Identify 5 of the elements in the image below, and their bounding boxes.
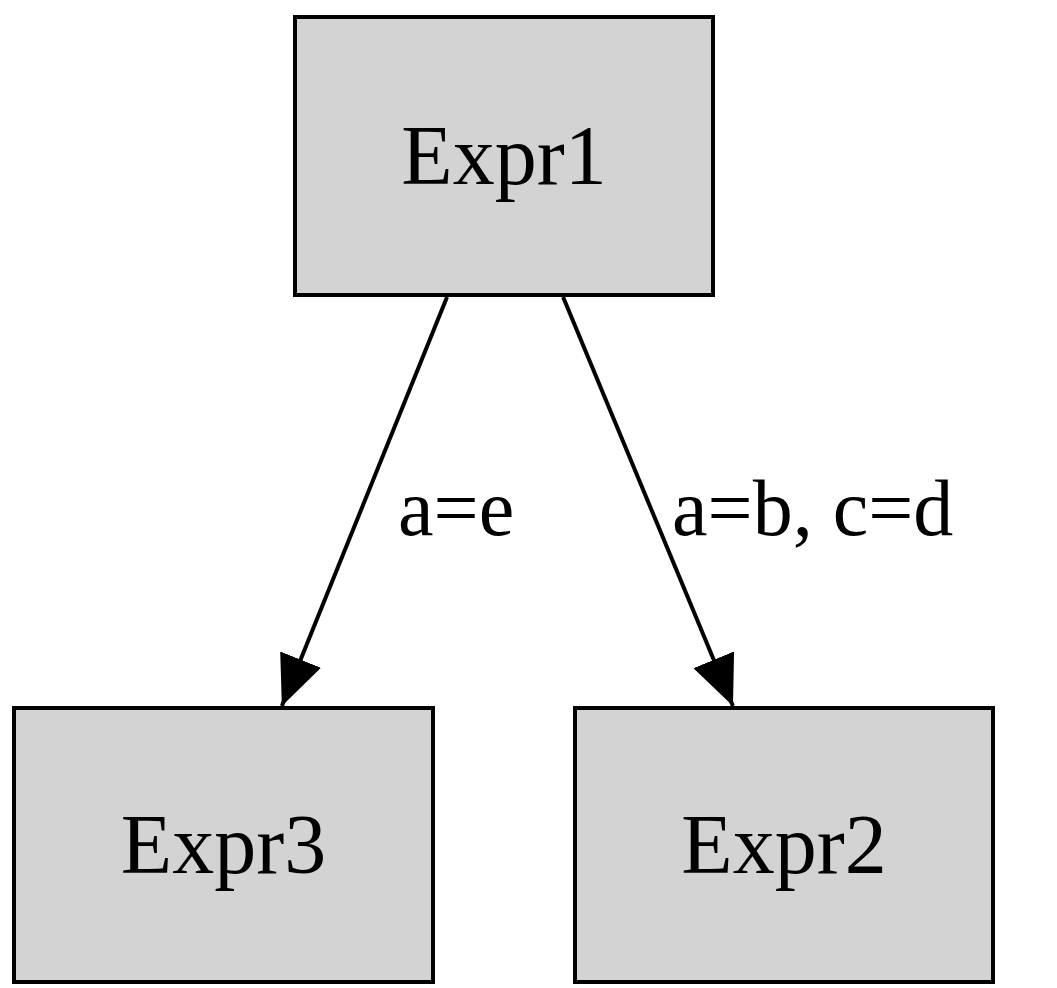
process-box: [293, 15, 715, 297]
arrow: [280, 296, 449, 707]
arrow: [561, 296, 735, 707]
process-box: [573, 706, 995, 984]
process-box: [12, 706, 435, 984]
